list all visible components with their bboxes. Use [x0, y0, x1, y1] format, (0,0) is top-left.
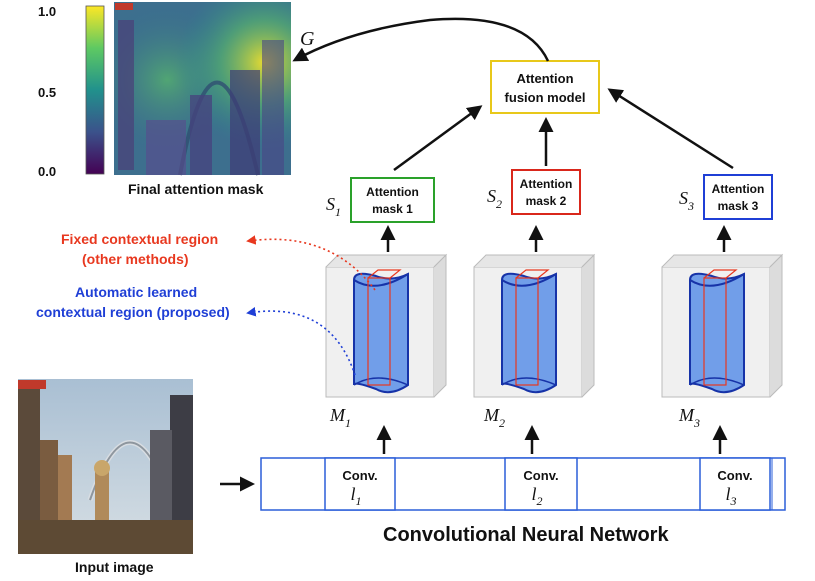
fusion-output-label: G — [300, 28, 315, 50]
fusion-model-box — [490, 60, 600, 114]
fusion-model-line1: Attention — [516, 71, 573, 86]
conv-layer-label-2: Conv. — [523, 468, 558, 483]
attention-mask-line2-3: mask 3 — [718, 199, 759, 213]
legend-auto-line1: Automatic learned — [75, 284, 197, 300]
legend-fixed-line1: Fixed contextual region — [61, 231, 218, 247]
colorbar-tick-mid: 0.5 — [38, 85, 56, 100]
conv-layer-1: Conv.l1 — [324, 457, 396, 511]
fusion-to-final-arrow — [292, 17, 550, 62]
conv-layer-symbol-sub-1: 1 — [356, 494, 362, 508]
attention-mask-line2-1: mask 1 — [372, 202, 413, 216]
conv-layer-box-1 — [324, 457, 396, 511]
fixed-region-prism-2 — [515, 277, 539, 386]
feature-volume-2: M2 — [473, 225, 596, 454]
fixed-region-pointer — [246, 235, 376, 291]
attention-mask-box-3 — [703, 174, 773, 220]
volume-label-sub-1: 1 — [345, 416, 351, 430]
attention-mask-box-2 — [511, 169, 581, 215]
conv-layer-symbol-2: l2 — [531, 484, 542, 508]
input-image-caption: Input image — [75, 559, 154, 575]
conv-layer-3: Conv.l3 — [699, 457, 771, 511]
conv-layer-symbol-sub-3: 3 — [730, 494, 737, 508]
mask-score-label-sub-3: 3 — [687, 199, 694, 213]
attention-mask-line1-2: Attention — [520, 177, 573, 191]
final-mask-caption: Final attention mask — [128, 181, 264, 197]
mask-score-label-sub-2: 2 — [496, 197, 502, 211]
colorbar: 1.0 0.5 0.0 — [38, 4, 105, 179]
legend-fixed-line2: (other methods) — [82, 251, 189, 267]
attention-mask-1: Attention mask 1 S1 — [326, 177, 435, 223]
attention-mask-3: Attention mask 3 S3 — [679, 174, 773, 220]
mask3-to-fusion-arrow — [607, 88, 734, 170]
attention-mask-box-1 — [350, 177, 435, 223]
mask-score-label-3: S3 — [679, 188, 694, 213]
colorbar-tick-top: 1.0 — [38, 4, 56, 19]
conv-layer-symbol-3: l3 — [725, 484, 736, 508]
colorbar-tick-bottom: 0.0 — [38, 164, 56, 179]
conv-layer-box-3 — [699, 457, 771, 511]
attention-mask-2: Attention mask 2 S2 — [487, 169, 581, 215]
cnn-title: Convolutional Neural Network — [383, 524, 669, 546]
fusion-model: Attention fusion model — [490, 60, 600, 114]
conv-layer-2: Conv.l2 — [504, 457, 578, 511]
conv-layer-symbol-sub-2: 2 — [537, 494, 543, 508]
mask-score-label-2: S2 — [487, 186, 502, 211]
learned-region-cylinder-1 — [353, 272, 409, 394]
fixed-region-prism-3 — [703, 277, 727, 386]
mask-score-label-sub-1: 1 — [335, 205, 341, 219]
final-attention-mask-image — [114, 2, 291, 176]
feature-volume-1: M1 — [325, 225, 448, 454]
conv-layer-box-2 — [504, 457, 578, 511]
colorbar-gradient — [85, 5, 105, 175]
volume-label-sub-3: 3 — [693, 416, 700, 430]
learned-region-cylinder-3 — [689, 272, 745, 394]
conv-layer-label-3: Conv. — [717, 468, 752, 483]
learned-region-cylinder-2 — [501, 272, 557, 394]
legend-auto-line2: contextual region (proposed) — [36, 304, 230, 320]
volume-label-1: M1 — [329, 405, 351, 430]
feature-volume-3: M3 — [661, 225, 784, 454]
input-image — [18, 379, 193, 554]
mask-score-label-1: S1 — [326, 194, 341, 219]
fusion-model-line2: fusion model — [505, 90, 586, 105]
volume-label-3: M3 — [678, 405, 700, 430]
conv-layer-symbol-1: l1 — [350, 484, 361, 508]
fixed-region-prism-1 — [367, 277, 391, 386]
mask1-to-fusion-arrow — [393, 105, 483, 172]
attention-mask-line1-1: Attention — [366, 185, 419, 199]
volume-label-sub-2: 2 — [499, 416, 505, 430]
attention-mask-line1-3: Attention — [712, 182, 765, 196]
conv-layer-label-1: Conv. — [342, 468, 377, 483]
attention-mask-line2-2: mask 2 — [526, 194, 567, 208]
feature-volumes: M1 M2 M3 — [325, 225, 784, 454]
volume-label-2: M2 — [483, 405, 505, 430]
